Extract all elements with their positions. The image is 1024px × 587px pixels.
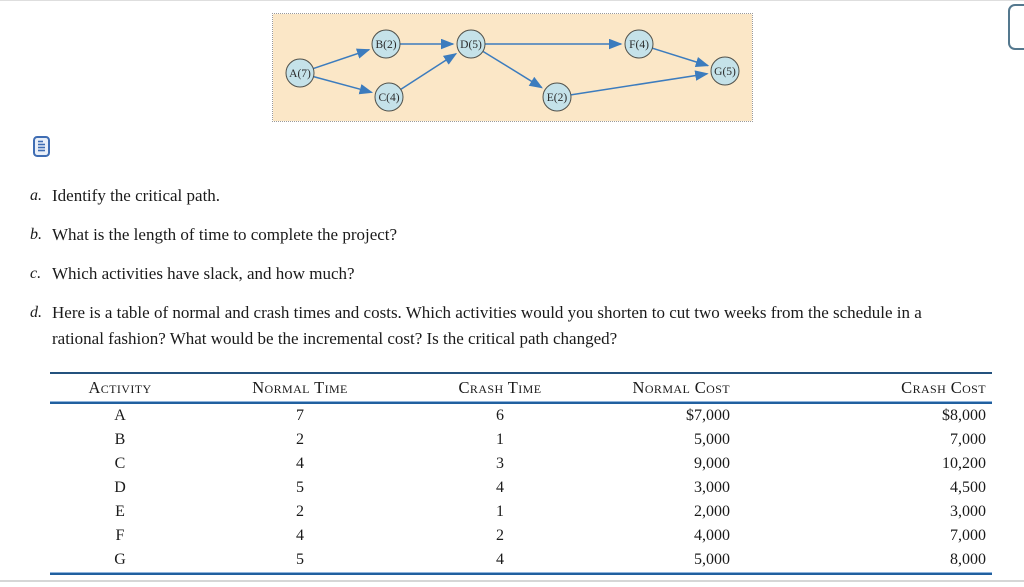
table-row: F 4 2 4,000 7,000 bbox=[50, 524, 992, 548]
activity-node-E: E(2) bbox=[542, 82, 572, 112]
question-item: b. What is the length of time to complete… bbox=[30, 222, 962, 248]
table-cell: C bbox=[114, 455, 126, 472]
table-cell: 10,200 bbox=[942, 455, 986, 472]
table-cell: F bbox=[115, 527, 125, 544]
column-header: Normal Cost bbox=[632, 377, 730, 397]
table-row: D 5 4 3,000 4,500 bbox=[50, 476, 992, 500]
table-cell: 4 bbox=[496, 551, 504, 568]
question-text: What is the length of time to complete t… bbox=[52, 225, 398, 244]
activity-node-label: G(5) bbox=[714, 66, 736, 78]
table-cell: 4,500 bbox=[950, 479, 986, 496]
table-cell: 5,000 bbox=[694, 431, 730, 448]
activity-arrow bbox=[570, 70, 709, 96]
question-text: Which activities have slack, and how muc… bbox=[52, 264, 355, 283]
question-text: Identify the critical path. bbox=[52, 186, 221, 205]
table-cell: 5 bbox=[296, 479, 304, 496]
document-lines-icon[interactable] bbox=[33, 136, 50, 157]
column-header: Activity bbox=[88, 377, 152, 397]
table-cell: 3,000 bbox=[950, 503, 986, 520]
table-header-row: Activity Normal Time Crash Time Normal Cost… bbox=[50, 374, 992, 401]
table-cell: 2 bbox=[296, 431, 304, 448]
table-cell: $8,000 bbox=[942, 407, 986, 424]
activity-node-F: F(4) bbox=[624, 29, 654, 59]
question-letter: a. bbox=[30, 187, 42, 204]
activity-node-label: C(4) bbox=[378, 92, 399, 104]
activity-node-label: F(4) bbox=[629, 39, 649, 51]
activity-node-C: C(4) bbox=[374, 82, 404, 112]
table-row: A 7 6 $7,000 $8,000 bbox=[50, 404, 992, 428]
table-row: G 5 4 5,000 8,000 bbox=[50, 548, 992, 572]
activity-node-G: G(5) bbox=[710, 56, 740, 86]
activity-arrow bbox=[652, 47, 710, 68]
corner-widget[interactable] bbox=[1008, 4, 1024, 50]
questions-list: a. Identify the critical path. b. What is t… bbox=[30, 183, 962, 365]
table-row: E 2 1 2,000 3,000 bbox=[50, 500, 992, 524]
table-cell: 4 bbox=[296, 455, 304, 472]
table-cell: 5,000 bbox=[694, 551, 730, 568]
table-cell: A bbox=[114, 407, 126, 424]
table-cell: 7,000 bbox=[950, 527, 986, 544]
question-letter: b. bbox=[30, 226, 42, 243]
activity-node-A: A(7) bbox=[285, 58, 315, 88]
table-row: B 2 1 5,000 7,000 bbox=[50, 428, 992, 452]
table-cell: 4 bbox=[296, 527, 304, 544]
top-edge-line bbox=[0, 0, 1024, 1]
activity-arrow bbox=[313, 75, 374, 95]
table-cell: $7,000 bbox=[686, 407, 730, 424]
activity-arrow bbox=[482, 50, 543, 89]
activity-arrow bbox=[400, 52, 458, 91]
table-cell: 7 bbox=[296, 407, 304, 424]
column-header: Crash Time bbox=[458, 377, 542, 397]
table-cell: G bbox=[114, 551, 126, 568]
activity-arrow bbox=[313, 48, 371, 70]
table-cell: 4,000 bbox=[694, 527, 730, 544]
table-cell: 2 bbox=[496, 527, 504, 544]
table-cell: B bbox=[114, 431, 126, 448]
activity-node-label: A(7) bbox=[289, 68, 311, 80]
activity-node-label: E(2) bbox=[547, 92, 568, 104]
table-rule-mid bbox=[50, 401, 992, 404]
table-cell: 1 bbox=[496, 503, 504, 520]
table-cell: 3,000 bbox=[694, 479, 730, 496]
table-cell: 8,000 bbox=[950, 551, 986, 568]
question-letter: d. bbox=[30, 304, 42, 321]
question-letter: c. bbox=[30, 265, 42, 282]
table-rule-top bbox=[50, 372, 992, 374]
column-header: Crash Cost bbox=[901, 377, 986, 397]
table-cell: 4 bbox=[496, 479, 504, 496]
network-diagram: A(7) B(2) C(4) D(5) E(2) F(4) G(5) bbox=[272, 13, 753, 122]
question-text: Here is a table of normal and crash time… bbox=[52, 303, 922, 348]
table-cell: E bbox=[115, 503, 125, 520]
table-cell: 1 bbox=[496, 431, 504, 448]
table-row: C 4 3 9,000 10,200 bbox=[50, 452, 992, 476]
table-cell: 7,000 bbox=[950, 431, 986, 448]
table-cell: 3 bbox=[496, 455, 504, 472]
table-cell: 6 bbox=[496, 407, 504, 424]
table-cell: 9,000 bbox=[694, 455, 730, 472]
activity-node-B: B(2) bbox=[371, 29, 401, 59]
table-cell: 5 bbox=[296, 551, 304, 568]
table-cell: D bbox=[114, 479, 126, 496]
activity-node-label: B(2) bbox=[375, 39, 396, 51]
crash-cost-table: Activity Normal Time Crash Time Normal Cost… bbox=[50, 372, 992, 575]
bottom-divider bbox=[0, 580, 1024, 582]
table-cell: 2,000 bbox=[694, 503, 730, 520]
question-item: d. Here is a table of normal and crash ti… bbox=[30, 300, 962, 352]
activity-node-D: D(5) bbox=[456, 29, 486, 59]
table-cell: 2 bbox=[296, 503, 304, 520]
activity-node-label: D(5) bbox=[460, 39, 482, 51]
question-item: c. Which activities have slack, and how m… bbox=[30, 261, 962, 287]
column-header: Normal Time bbox=[252, 377, 348, 397]
question-item: a. Identify the critical path. bbox=[30, 183, 962, 209]
table-rule-bottom bbox=[50, 572, 992, 575]
